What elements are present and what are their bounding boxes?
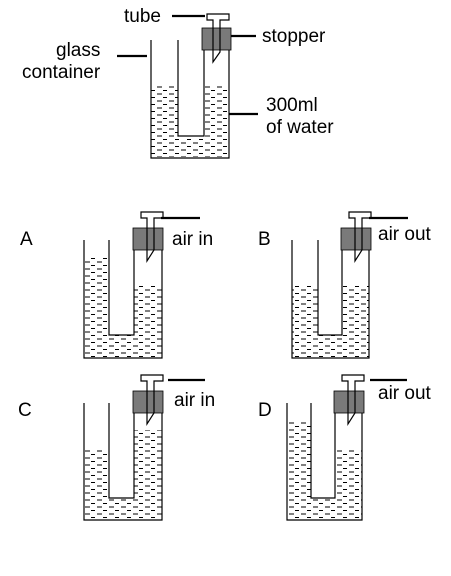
main-stopper: [201, 27, 232, 51]
option-d-tube: [341, 374, 365, 427]
option-d-water-right: [335, 450, 362, 520]
water-label: of water: [266, 117, 334, 138]
option-c-stopper: [132, 390, 164, 414]
option-a-letter: A: [20, 229, 33, 250]
option-b-stopper: [340, 227, 372, 251]
option-a-tube: [140, 211, 164, 264]
option-d-caption: air out: [378, 383, 432, 404]
option-c-caption: air in: [174, 390, 215, 411]
option-d: D air out: [258, 374, 432, 521]
main-u-vessel: [150, 30, 230, 159]
option-d-stopper: [333, 390, 365, 414]
option-c-tube: [140, 374, 164, 427]
option-d-letter: D: [258, 400, 272, 421]
option-b: B air out: [258, 211, 432, 359]
option-b-caption: air out: [378, 224, 432, 245]
glass-label: glass: [56, 40, 100, 61]
main-water-right: [204, 86, 229, 157]
option-c-letter: C: [18, 400, 32, 421]
option-d-vessel: [286, 393, 363, 521]
option-a-vessel: [83, 230, 163, 359]
container-label: container: [22, 62, 101, 83]
option-b-letter: B: [258, 229, 271, 250]
main-tube: [206, 13, 230, 64]
option-a-water-right: [134, 286, 162, 358]
option-b-vessel: [291, 230, 370, 359]
option-a-stopper: [132, 227, 164, 251]
main-apparatus: tube stopper glass container 300ml of wa…: [22, 6, 334, 159]
option-b-tube: [348, 211, 372, 264]
option-c: C air in: [18, 374, 215, 521]
option-c-water-right: [134, 430, 162, 520]
tube-label: tube: [124, 6, 161, 27]
stopper-label: stopper: [262, 26, 326, 47]
water-volume-label: 300ml: [266, 95, 318, 116]
option-b-water-right: [342, 286, 369, 358]
option-a-caption: air in: [172, 229, 213, 250]
option-a: A air in: [20, 211, 213, 359]
option-c-vessel: [83, 393, 163, 521]
